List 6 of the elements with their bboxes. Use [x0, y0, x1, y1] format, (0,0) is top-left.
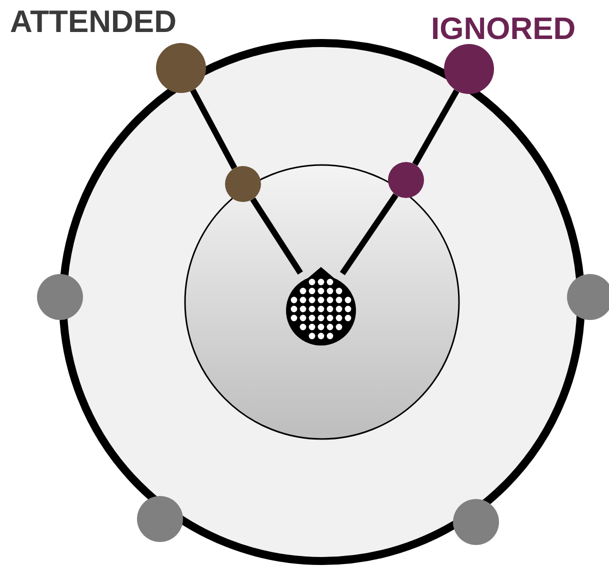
connector-line: [190, 88, 238, 170]
connector-line: [340, 193, 398, 276]
connector-line: [412, 89, 460, 166]
condition-label: ATTENDED: [10, 6, 176, 37]
connector-line: [250, 198, 303, 275]
condition-label: IGNORED: [431, 13, 576, 44]
